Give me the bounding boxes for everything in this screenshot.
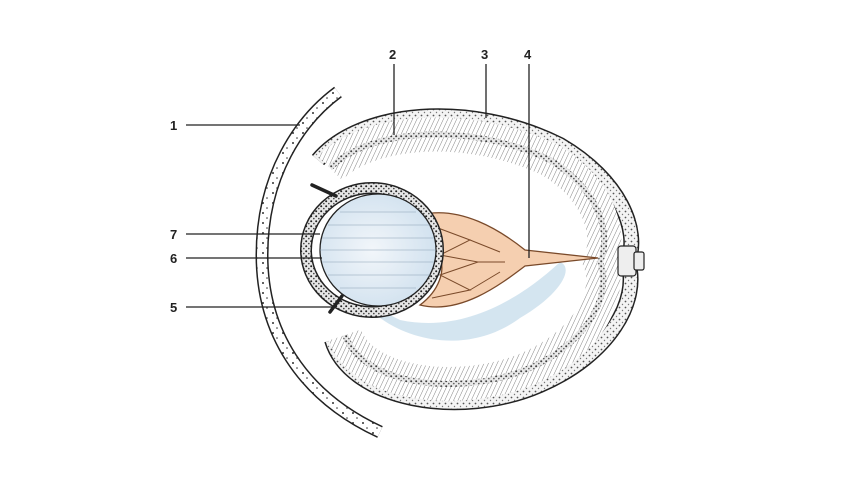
vitreous-body xyxy=(360,262,566,341)
callout-numbers: 1 2 3 4 5 6 7 xyxy=(170,47,532,315)
callout-5: 5 xyxy=(170,300,177,315)
callout-2: 2 xyxy=(389,47,396,62)
callout-6: 6 xyxy=(170,251,177,266)
lens xyxy=(319,193,437,307)
retina-layer xyxy=(317,117,622,401)
callout-1: 1 xyxy=(170,118,177,133)
callout-7: 7 xyxy=(170,227,177,242)
scleral-rods xyxy=(310,183,344,314)
eyelid-structure xyxy=(255,86,383,438)
optic-nerve xyxy=(617,245,645,277)
callout-4: 4 xyxy=(524,47,532,62)
ciliary-ring xyxy=(300,182,444,318)
leader-lines xyxy=(186,64,530,308)
pecten xyxy=(418,212,599,308)
callout-3: 3 xyxy=(481,47,488,62)
